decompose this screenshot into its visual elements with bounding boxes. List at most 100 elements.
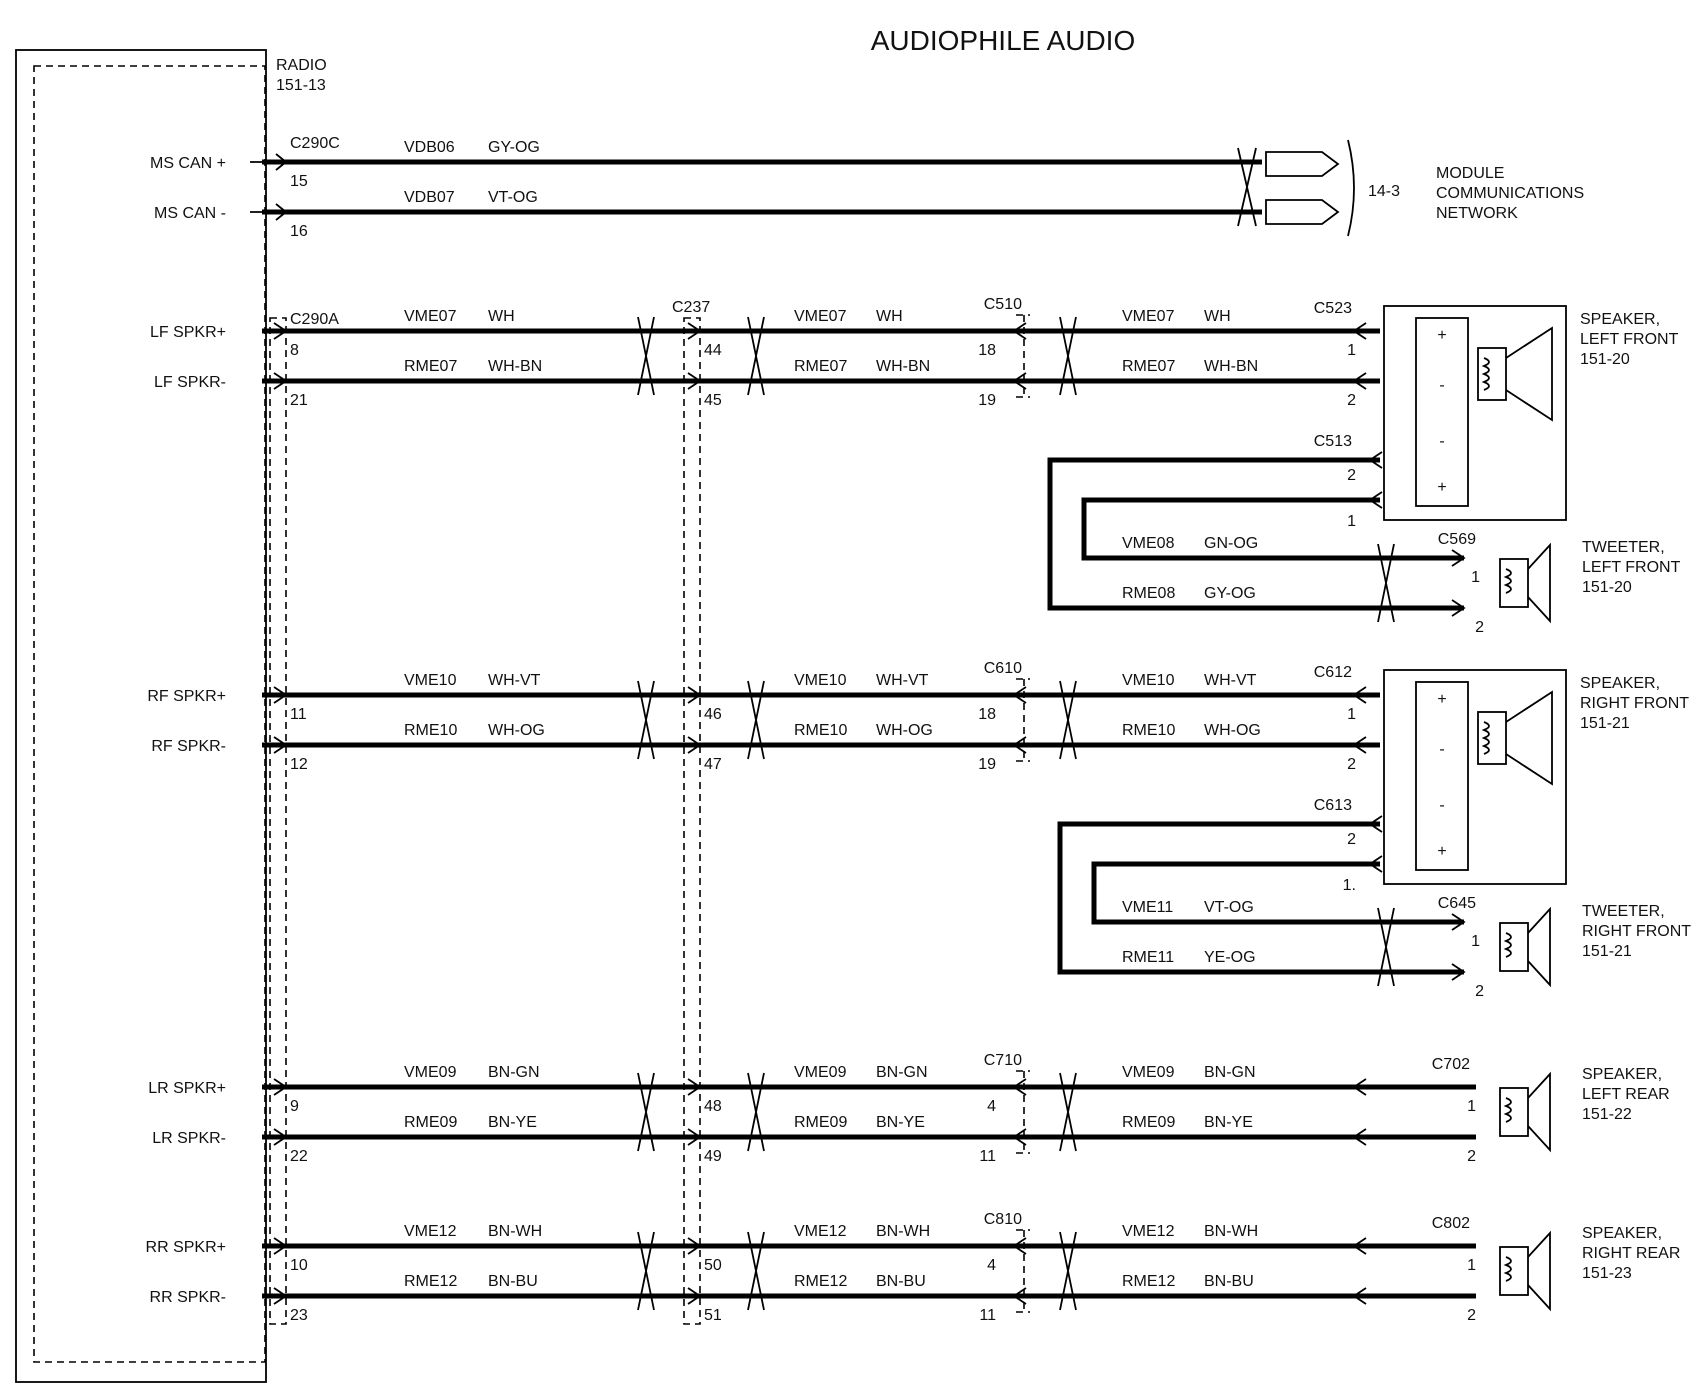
crossover-block [1415,317,1469,507]
radio-ref: 151-13 [276,77,326,94]
radio-name: RADIO [276,57,327,74]
polarity-mark: - [1439,741,1444,758]
twisted-pair-mark [1059,680,1077,760]
twisted-pair-mark [637,1072,655,1152]
polarity-mark: + [1437,843,1446,860]
connector-arrow [1451,963,1466,981]
crossover-output-connector: C613 [1314,797,1352,814]
radio-pin: 11 [290,706,307,723]
connector-arrow [687,372,702,390]
connector-arrow [1352,1237,1367,1255]
wire-color: GY-OG [1204,585,1256,602]
twisted-pair-mark [747,1231,765,1311]
signal-label: LF SPKR+ [150,324,226,341]
crossover-output-pin: 2 [1347,831,1356,848]
circuit-id: RME11 [1122,949,1174,966]
circuit-id: RME10 [794,722,847,739]
network-label-line: NETWORK [1436,205,1518,222]
speaker-label-line: 151-20 [1580,351,1630,368]
twisted-pair-mark [637,316,655,396]
circuit-id: RME08 [1122,585,1175,602]
twisted-pair-mark [1059,316,1077,396]
connector-arrow [1012,686,1027,704]
wire-color: WH [1204,308,1231,325]
connector-arrow [1352,1287,1367,1305]
circuit-id: RME09 [404,1114,457,1131]
connector-arrow [1012,736,1027,754]
mid-connector-pin: 19 [978,756,996,773]
diagram-title: AUDIOPHILE AUDIO [871,25,1136,56]
mid-connector-pin: 19 [978,392,996,409]
wire-color: WH-OG [488,722,545,739]
network-ref: 14-3 [1368,183,1400,200]
speaker-label-line: 151-21 [1580,715,1630,732]
speaker-label-line: 151-22 [1582,1106,1632,1123]
inline-connector-c237: C237 [672,299,710,316]
twisted-pair-mark [637,680,655,760]
coil-icon [1481,357,1490,391]
connector-arrow [1012,1078,1027,1096]
speaker-label-line: 151-23 [1582,1265,1632,1282]
circuit-id: RME10 [404,722,457,739]
radio-pin: 12 [290,756,308,773]
speaker-enclosure [1383,669,1567,885]
coil-icon [1503,932,1512,958]
speaker-cone-icon [1505,690,1553,786]
crossover-output-connector: C513 [1314,433,1352,450]
network-connector: C290C [290,135,340,152]
speaker-pin: 1 [1347,706,1356,723]
wire-color: BN-GN [488,1064,540,1081]
speaker-cone-icon [1527,1071,1551,1153]
c237-pin: 45 [704,392,722,409]
circuit-id: RME09 [1122,1114,1175,1131]
c237-pin: 44 [704,342,722,359]
twisted-pair-mark [747,1072,765,1152]
tweeter-minus-wire [1047,457,1464,611]
speaker-label-line: RIGHT FRONT [1580,695,1689,712]
connector-arrow [1368,855,1383,873]
connector-arrow [1352,686,1367,704]
connector-arrow [687,1287,702,1305]
mid-connector-pin: 18 [978,706,996,723]
wire-color: WH-OG [1204,722,1261,739]
circuit-id: RME07 [404,358,457,375]
mid-connector-pin: 4 [987,1257,996,1274]
radio-speaker-connector: C290A [290,311,339,328]
speaker-pin: 1 [1467,1098,1476,1115]
signal-label: RR SPKR+ [146,1239,226,1256]
signal-label: LR SPKR+ [148,1080,226,1097]
coil-icon [1481,721,1490,755]
wire-color: WH-BN [488,358,542,375]
speaker-pin: 2 [1467,1148,1476,1165]
connector-arrow [1352,372,1367,390]
speaker-pin: 2 [1347,392,1356,409]
tweeter-label-line: 151-20 [1582,579,1632,596]
network-pin: 16 [290,223,308,240]
crossover-output-pin: 1 [1347,513,1356,530]
mid-connector-label: C710 [984,1052,1022,1069]
crossover-output-pin: 1. [1343,877,1356,894]
speaker-enclosure [1383,305,1567,521]
network-circuit-id: VDB06 [404,139,455,156]
connector-arrow [1012,372,1027,390]
speaker-cone-icon [1505,326,1553,422]
circuit-id: VME11 [1122,899,1173,916]
connector-arrow [687,322,702,340]
signal-label: LF SPKR- [154,374,226,391]
connector-arrow [687,736,702,754]
mid-connector-pin: 4 [987,1098,996,1115]
speaker-cone-icon [1527,906,1551,988]
tweeter-minus-wire [1057,821,1464,975]
polarity-mark: - [1439,377,1444,394]
crossover-block [1415,681,1469,871]
wire-color: WH-OG [876,722,933,739]
circuit-id: VME12 [794,1223,847,1240]
tweeter-body [1499,922,1529,972]
tweeter-body [1499,1246,1529,1296]
twisted-pair-mark [1377,543,1395,623]
circuit-id: VME07 [404,308,457,325]
connector-outlines [269,317,701,1325]
